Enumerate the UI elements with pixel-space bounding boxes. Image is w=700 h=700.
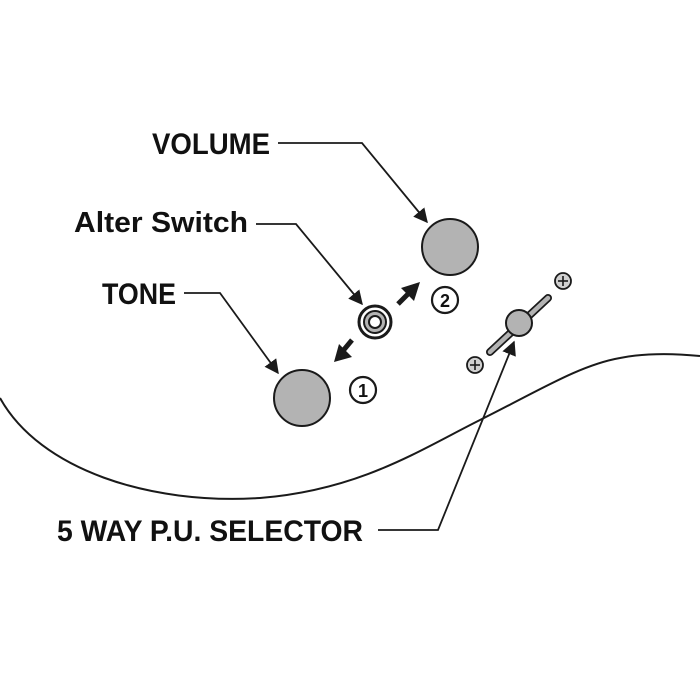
selector-screw-bottom bbox=[466, 356, 484, 374]
selector-screw-top bbox=[554, 272, 572, 290]
pickup-selector-switch[interactable] bbox=[486, 294, 552, 356]
alter-switch-button[interactable] bbox=[357, 304, 393, 340]
marker-two: 2 bbox=[430, 285, 460, 315]
volume-label: VOLUME bbox=[152, 128, 270, 161]
selector-leader-line bbox=[378, 340, 516, 531]
marker-two-text: 2 bbox=[440, 291, 450, 311]
marker-one-text: 1 bbox=[358, 381, 368, 401]
guitar-body-outline bbox=[0, 353, 700, 500]
marker-one: 1 bbox=[348, 375, 378, 405]
tone-leader-line bbox=[184, 292, 279, 375]
tone-label: TONE bbox=[102, 278, 176, 311]
selector-label: 5 WAY P.U. SELECTOR bbox=[57, 515, 363, 548]
alter-switch-label: Alter Switch bbox=[74, 207, 248, 239]
direction-arrow-up-right bbox=[396, 282, 420, 306]
alter-switch-leader-line bbox=[256, 223, 363, 306]
volume-leader-line bbox=[278, 142, 428, 224]
volume-knob[interactable] bbox=[421, 218, 479, 276]
direction-arrow-down-left bbox=[334, 338, 354, 362]
tone-knob[interactable] bbox=[273, 369, 331, 427]
